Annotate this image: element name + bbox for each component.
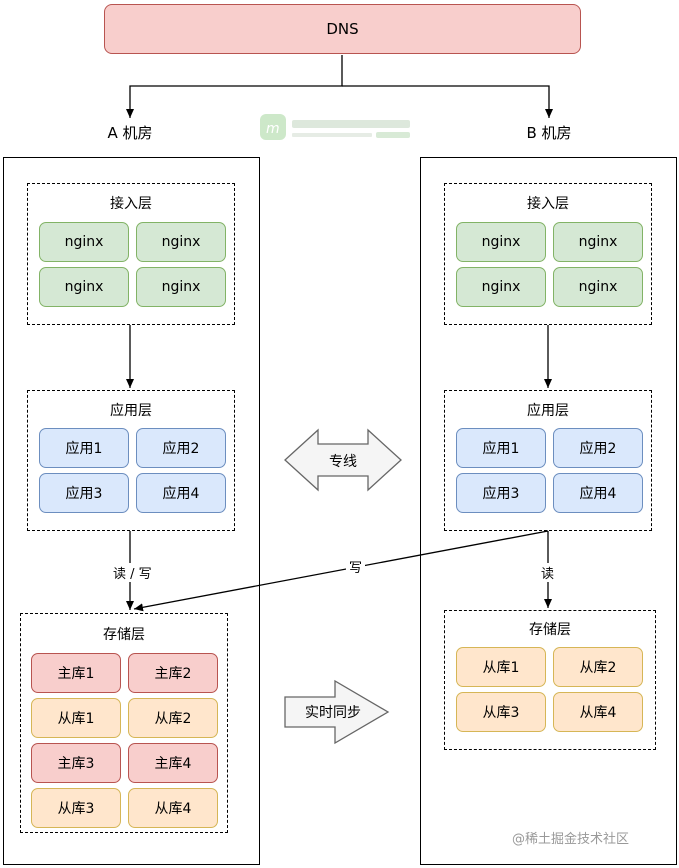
a-app-node: 应用1 bbox=[39, 428, 129, 468]
a-master-db-node: 主库3 bbox=[31, 743, 121, 783]
a-app-layer-title: 应用层 bbox=[110, 403, 152, 419]
b-write-label: 写 bbox=[346, 557, 366, 576]
a-slave-db-node: 从库4 bbox=[128, 788, 218, 828]
b-storage-layer bbox=[444, 610, 656, 750]
b-access-layer-title: 接入层 bbox=[527, 196, 569, 212]
dedicated-line-label: 专线 bbox=[329, 454, 357, 470]
a-read-write-label: 读 / 写 bbox=[110, 563, 155, 582]
a-nginx-node: nginx bbox=[136, 267, 226, 307]
a-storage-layer-title: 存储层 bbox=[103, 627, 145, 643]
a-nginx-node: nginx bbox=[39, 222, 129, 262]
realtime-sync-label: 实时同步 bbox=[305, 705, 361, 721]
dedicated-line-arrow bbox=[284, 428, 402, 492]
b-app-node: 应用1 bbox=[456, 428, 546, 468]
a-slave-db-node: 从库2 bbox=[128, 698, 218, 738]
realtime-sync-arrow bbox=[284, 679, 390, 745]
dns-connector bbox=[126, 55, 343, 118]
room-a-label: A 机房 bbox=[107, 124, 153, 142]
room-a bbox=[3, 157, 260, 865]
b-app-node: 应用4 bbox=[553, 473, 643, 513]
b-app-node: 应用3 bbox=[456, 473, 546, 513]
im-logo-watermark: m bbox=[260, 114, 410, 140]
b-slave-db-node: 从库3 bbox=[456, 692, 546, 732]
a-access-layer bbox=[27, 183, 235, 325]
a-slave-db-node: 从库1 bbox=[31, 698, 121, 738]
b-access-layer bbox=[444, 183, 652, 325]
b-slave-db-node: 从库4 bbox=[553, 692, 643, 732]
b-storage-layer-title: 存储层 bbox=[529, 622, 571, 638]
b-slave-db-node: 从库2 bbox=[553, 647, 643, 687]
a-app-node: 应用3 bbox=[39, 473, 129, 513]
dns-connector-b bbox=[342, 85, 553, 118]
b-app-node: 应用2 bbox=[553, 428, 643, 468]
a-nginx-node: nginx bbox=[136, 222, 226, 262]
a-master-db-node: 主库4 bbox=[128, 743, 218, 783]
b-app-layer bbox=[444, 390, 652, 531]
a-master-db-node: 主库2 bbox=[128, 653, 218, 693]
b-nginx-node: nginx bbox=[553, 267, 643, 307]
svg-text:m: m bbox=[266, 121, 280, 137]
b-app-layer-title: 应用层 bbox=[527, 403, 569, 419]
a-access-layer-title: 接入层 bbox=[110, 196, 152, 212]
b-read-label: 读 bbox=[538, 563, 558, 582]
a-storage-layer bbox=[20, 613, 228, 833]
room-b-label: B 机房 bbox=[526, 124, 572, 142]
a-nginx-node: nginx bbox=[39, 267, 129, 307]
room-b bbox=[420, 157, 677, 865]
a-master-db-node: 主库1 bbox=[31, 653, 121, 693]
a-slave-db-node: 从库3 bbox=[31, 788, 121, 828]
a-app-node: 应用2 bbox=[136, 428, 226, 468]
b-nginx-node: nginx bbox=[456, 222, 546, 262]
b-nginx-node: nginx bbox=[553, 222, 643, 262]
b-slave-db-node: 从库1 bbox=[456, 647, 546, 687]
footer-watermark: @稀土掘金技术社区 bbox=[512, 832, 630, 847]
b-nginx-node: nginx bbox=[456, 267, 546, 307]
a-app-layer bbox=[27, 390, 235, 531]
a-app-node: 应用4 bbox=[136, 473, 226, 513]
dns-node: DNS bbox=[104, 4, 581, 54]
b-write-to-a-arrow bbox=[133, 530, 549, 612]
